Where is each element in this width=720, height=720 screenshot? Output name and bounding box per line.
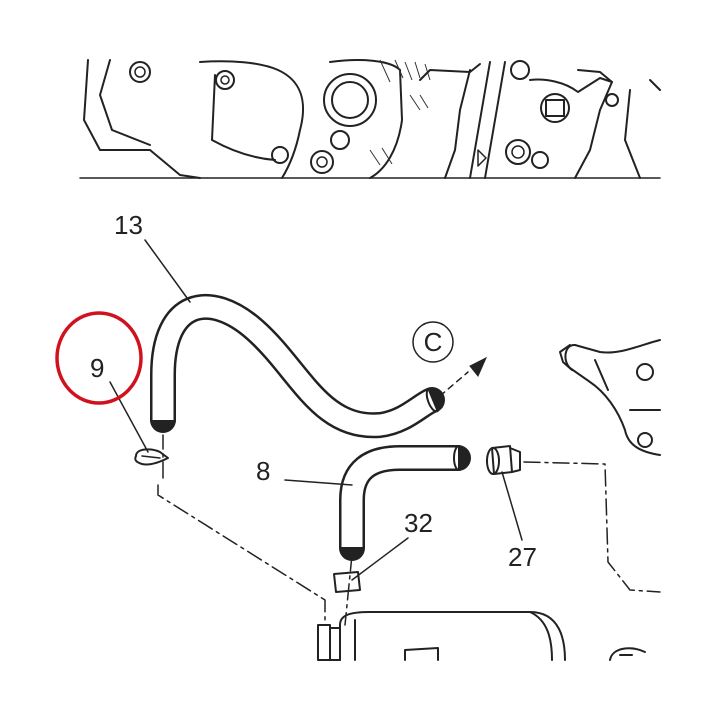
view-reference-letter: C — [424, 327, 443, 357]
fitting-27 — [486, 445, 521, 475]
hose-13 — [150, 293, 445, 439]
view-reference-c: C — [412, 321, 454, 363]
canister-illustration — [317, 611, 646, 661]
callout-32: 32 — [404, 508, 433, 538]
callout-8: 8 — [256, 456, 270, 486]
hose-8 — [339, 445, 471, 561]
highlight-circle — [55, 311, 143, 405]
clip-32 — [333, 571, 361, 593]
callout-9: 9 — [90, 353, 104, 383]
engine-block-illustration — [79, 59, 661, 179]
callout-27: 27 — [508, 542, 537, 572]
callout-13: 13 — [114, 210, 143, 240]
clamp-9 — [134, 448, 169, 466]
bracket-illustration — [559, 339, 661, 456]
routing-lines — [157, 356, 661, 626]
leader-lines — [109, 239, 523, 581]
